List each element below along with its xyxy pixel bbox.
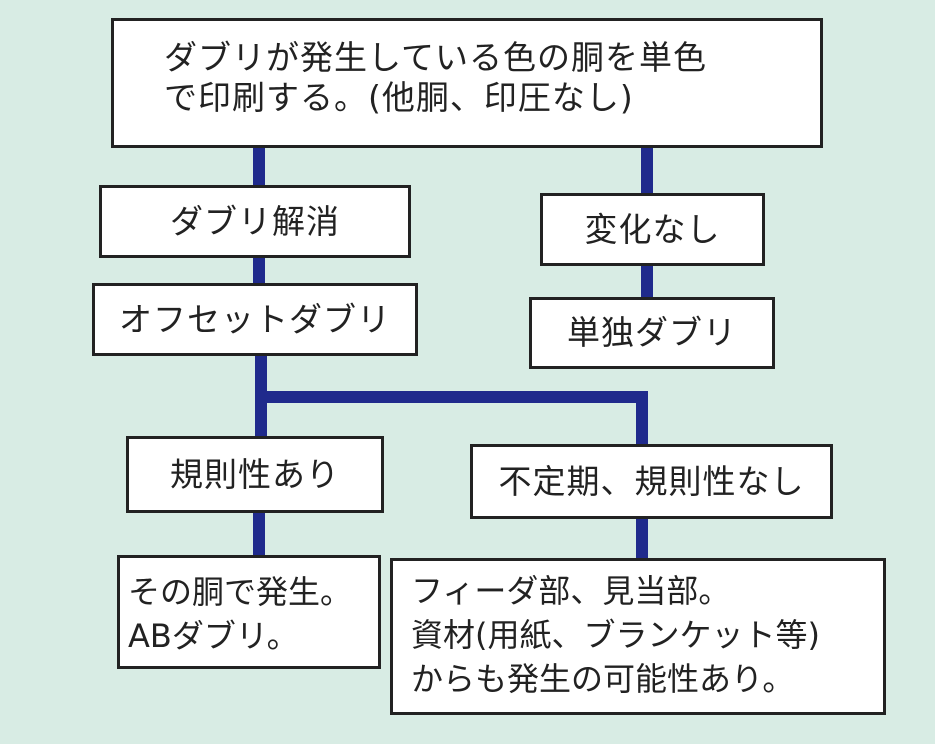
regular-node-label: 規則性あり xyxy=(170,454,340,494)
connector-regular-ab xyxy=(253,512,265,558)
root-node: ダブリが発生している色の胴を単色 で印刷する。(他胴、印圧なし) xyxy=(111,18,823,148)
no-change-node-label: 変化なし xyxy=(584,209,721,249)
connector-root-left xyxy=(253,145,265,187)
other-node-line-3: からも発生の可能性あり。 xyxy=(411,660,795,698)
ab-node: その胴で発生。 ABダブリ。 xyxy=(117,555,381,669)
irregular-node-label: 不定期、規則性なし xyxy=(498,461,805,501)
regular-node: 規則性あり xyxy=(126,436,384,513)
connector-resolved-offset xyxy=(253,257,265,285)
ab-node-line-2: ABダブリ。 xyxy=(128,617,299,655)
resolved-node: ダブリ解消 xyxy=(99,185,411,258)
single-node: 単独ダブリ xyxy=(529,297,775,369)
offset-node: オフセットダブリ xyxy=(92,283,418,356)
no-change-node: 変化なし xyxy=(540,193,765,266)
offset-node-label: オフセットダブリ xyxy=(119,299,391,339)
other-node-line-2: 資材(用紙、ブランケット等) xyxy=(411,616,820,654)
other-node-line-1: フィーダ部、見当部。 xyxy=(411,572,731,610)
connector-branch-right xyxy=(636,391,648,447)
resolved-node-label: ダブリ解消 xyxy=(170,201,340,241)
root-node-line-1: ダブリが発生している色の胴を単色 xyxy=(164,38,708,77)
connector-nochange-single xyxy=(641,265,653,300)
root-node-line-2: で印刷する。(他胴、印圧なし) xyxy=(164,78,634,117)
ab-node-line-1: その胴で発生。 xyxy=(128,573,353,611)
single-node-label: 単独ダブリ xyxy=(567,313,737,352)
other-node: フィーダ部、見当部。 資材(用紙、ブランケット等) からも発生の可能性あり。 xyxy=(390,558,886,715)
irregular-node: 不定期、規則性なし xyxy=(470,444,833,519)
connector-irregular-other xyxy=(636,516,648,561)
connector-root-right xyxy=(641,145,653,196)
connector-branch-horizontal xyxy=(255,391,648,403)
